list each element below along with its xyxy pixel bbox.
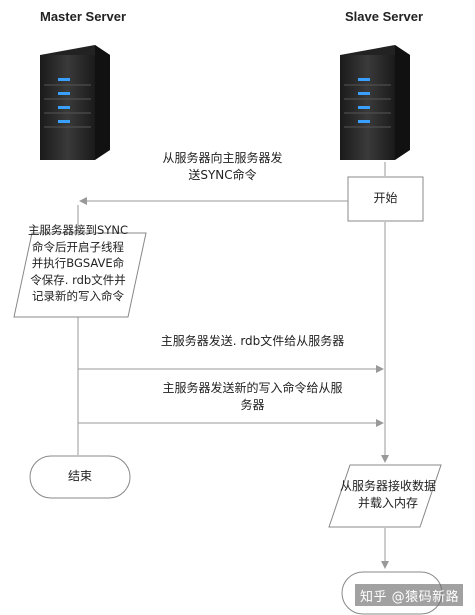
- slave-start-box: [347, 176, 424, 222]
- sync-request-label: 从服务器向主服务器发送SYNC命令: [162, 151, 283, 182]
- watermark-background: [355, 584, 463, 606]
- send-rdb-label: 主服务器发送. rdb文件给从服务器: [160, 334, 345, 348]
- master-end-label: 结束: [67, 469, 92, 483]
- slave-server-icon: [340, 45, 410, 160]
- slave-load-label: 从服务器接收数据并载入内存: [340, 479, 437, 510]
- master-server-icon: [40, 45, 110, 160]
- slave-start-label: 开始: [373, 191, 398, 205]
- master-process-shape: [13, 232, 147, 318]
- master-process-label: 主服务器接到SYNC命令后开启子线程并执行BGSAVE命令保存. rdb文件并记…: [28, 223, 128, 303]
- master-end-terminator: [29, 455, 131, 499]
- send-writes-label: 主服务器发送新的写入命令给从服务器: [162, 381, 343, 412]
- slave-server-title: Slave Server: [345, 9, 424, 24]
- watermark-text: 知乎 @猿码新路: [360, 590, 460, 605]
- master-server-title: Master Server: [40, 9, 126, 24]
- slave-load-shape: [328, 464, 442, 528]
